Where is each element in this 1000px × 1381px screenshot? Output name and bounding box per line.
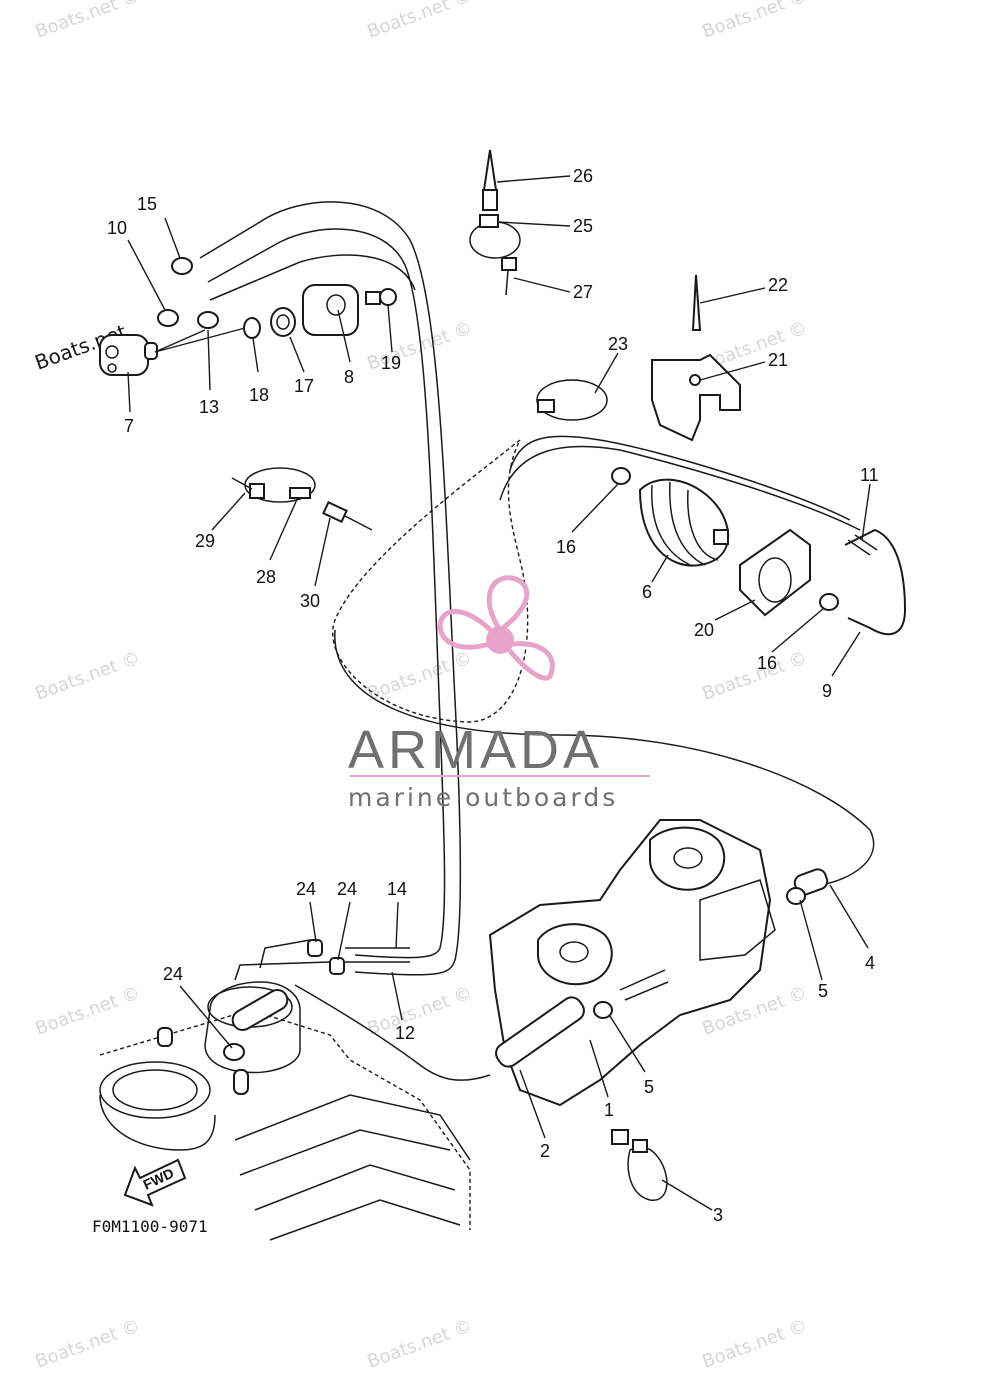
callout-28: 28 <box>256 567 276 587</box>
callout-11: 11 <box>860 465 879 485</box>
watermark: Boats.net © <box>33 1315 143 1372</box>
watermark: Boats.net © <box>365 982 475 1039</box>
boot-assembly <box>611 467 907 636</box>
callout-5-lower: 5 <box>644 1077 654 1097</box>
brand-name: ARMADA <box>348 720 603 780</box>
callout-21: 21 <box>768 350 788 370</box>
callout-17: 17 <box>294 376 314 396</box>
clamp-parts <box>157 257 397 339</box>
callout-7: 7 <box>124 416 134 436</box>
callout-2: 2 <box>540 1141 550 1161</box>
callout-18: 18 <box>249 385 269 405</box>
callout-15: 15 <box>137 194 157 214</box>
engine-block <box>488 819 829 1107</box>
callout-29: 29 <box>195 531 215 551</box>
callout-27: 27 <box>573 282 593 302</box>
callout-9: 9 <box>822 681 832 701</box>
callout-24-b: 24 <box>337 879 357 899</box>
callout-16-lower: 16 <box>757 653 777 673</box>
callout-23: 23 <box>608 334 628 354</box>
propeller-icon <box>437 575 555 681</box>
clip-3 <box>611 1129 668 1201</box>
band-clamp-28 <box>231 467 373 531</box>
callout-20: 20 <box>694 620 714 640</box>
callout-8: 8 <box>344 367 354 387</box>
callout-4: 4 <box>865 953 875 973</box>
callout-26: 26 <box>573 166 593 186</box>
watermark: Boats.net © <box>700 647 810 704</box>
watermark: Boats.net © <box>700 0 810 43</box>
armada-logo: ARMADA marine outboards <box>348 575 650 812</box>
tank-assembly <box>99 981 471 1241</box>
watermark: Boats.net © <box>365 0 475 43</box>
callout-24-c: 24 <box>163 964 183 984</box>
leader-lines <box>127 175 871 1211</box>
callout-25: 25 <box>573 216 593 236</box>
bracket-21 <box>651 274 741 442</box>
callout-22: 22 <box>768 275 788 295</box>
callout-14: 14 <box>387 879 407 899</box>
clip-assembly-top <box>469 149 521 296</box>
callout-24-a: 24 <box>296 879 316 899</box>
callout-12: 12 <box>395 1023 415 1043</box>
watermark: Boats.net © <box>33 647 143 704</box>
brand-tagline: marine outboards <box>348 783 618 812</box>
clamp-23 <box>536 379 608 421</box>
callout-3: 3 <box>713 1205 723 1225</box>
callouts: 1 2 3 4 5 5 6 7 8 9 10 11 12 13 14 15 16… <box>107 166 879 1225</box>
callout-1: 1 <box>604 1100 614 1120</box>
watermark: Boats.net © <box>700 1315 810 1372</box>
callout-13: 13 <box>199 397 219 417</box>
part-7-valve <box>99 334 158 376</box>
callout-6: 6 <box>642 582 652 602</box>
watermark: Boats.net © <box>365 1315 475 1372</box>
fwd-arrow-icon: FWD <box>123 1158 187 1207</box>
callout-5: 5 <box>818 981 828 1001</box>
callout-19: 19 <box>381 353 401 373</box>
watermark: Boats.net © <box>33 982 143 1039</box>
watermark: Boats.net © <box>365 647 475 704</box>
watermark: Boats.net © <box>33 0 143 43</box>
callout-16: 16 <box>556 537 576 557</box>
hose-routing <box>199 201 875 1081</box>
callout-30: 30 <box>300 591 320 611</box>
callout-10: 10 <box>107 218 127 238</box>
diagram-code: F0M1100-9071 <box>92 1217 208 1236</box>
